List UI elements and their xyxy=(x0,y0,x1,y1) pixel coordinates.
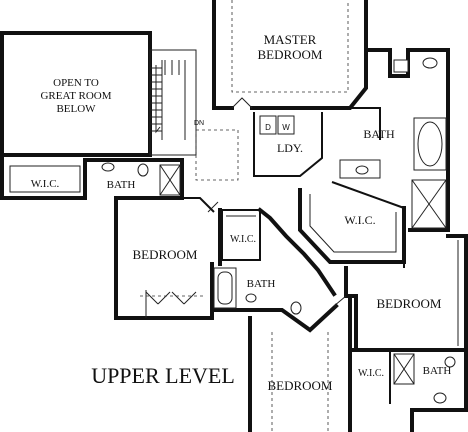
master-wic-outer-walls xyxy=(298,188,406,264)
hall-ceiling-outline xyxy=(195,129,239,181)
master-bath-toilet xyxy=(393,59,409,73)
center-bath-tub-basin xyxy=(217,271,233,305)
left-wic-shelf xyxy=(9,165,81,193)
left-bedroom-label: BEDROOM xyxy=(132,247,197,262)
bottom-right-walls xyxy=(348,348,468,432)
left-bath-label: BATH xyxy=(107,179,136,191)
level-title: UPPER LEVEL xyxy=(91,363,235,388)
center-bath-walls xyxy=(210,262,339,333)
master-bedroom-wall-left xyxy=(212,0,234,110)
laundry-room: D W LDY. xyxy=(253,112,323,177)
washer-label: W xyxy=(282,123,290,132)
master-wic-top-wall xyxy=(331,181,405,209)
closet-bifold-right xyxy=(171,291,197,305)
staircase: DN xyxy=(149,49,204,156)
washer xyxy=(277,115,295,135)
bottom-right-wic-and-bath: W.I.C. BATH xyxy=(348,348,468,432)
center-wic-and-bath: W.I.C. BATH xyxy=(210,207,339,333)
left-bedroom: BEDROOM xyxy=(114,196,222,320)
center-wic-label: W.I.C. xyxy=(230,234,256,245)
dryer-label: D xyxy=(265,123,271,132)
open-to-great-room-area: OPEN TO GREAT ROOM BELOW xyxy=(0,31,152,157)
laundry-label: LDY. xyxy=(277,141,303,155)
left-bedroom-angled-entry xyxy=(182,197,215,213)
master-bedroom-label-line2: BEDROOM xyxy=(257,47,322,62)
master-bedroom-wall-right xyxy=(250,0,368,110)
master-walk-in-closet: W.I.C. xyxy=(298,181,406,264)
master-bedroom-tray-ceiling xyxy=(231,0,349,93)
stair-direction-arrow xyxy=(155,65,161,134)
stair-dn-label: DN xyxy=(194,120,204,127)
left-bedroom-door-swing xyxy=(207,201,219,213)
center-wic-walls xyxy=(221,209,261,261)
master-wic-label: W.I.C. xyxy=(344,213,375,227)
closet-bifold-left xyxy=(145,291,171,305)
left-bath-walls xyxy=(83,158,184,200)
dryer xyxy=(259,115,277,135)
stair-treads xyxy=(150,60,180,132)
center-bath-sink xyxy=(245,293,257,303)
master-wic-shelving xyxy=(309,194,397,253)
master-bath-tub xyxy=(413,117,447,171)
center-bath-label: BATH xyxy=(247,278,276,290)
right-bedroom-door xyxy=(333,295,347,307)
master-bath: BATH xyxy=(339,48,450,232)
laundry-walls xyxy=(253,112,323,177)
left-bath-sink xyxy=(101,162,115,172)
open-area-label-line2: GREAT ROOM xyxy=(40,90,111,102)
bottom-right-bath-label: BATH xyxy=(423,365,452,377)
center-bath-tub xyxy=(213,267,237,309)
open-area-label-line3: BELOW xyxy=(56,103,96,115)
left-wic-and-bath: W.I.C. BATH xyxy=(0,153,184,200)
right-bedroom: BEDROOM xyxy=(333,234,468,352)
master-bath-inner-wall xyxy=(350,107,381,140)
center-bath-toilet xyxy=(290,301,302,315)
master-bath-toilet-bowl xyxy=(422,57,438,69)
center-hall-angled-wall xyxy=(257,207,337,297)
bottom-bedroom-label: BEDROOM xyxy=(267,378,332,393)
open-area-label-line1: OPEN TO xyxy=(53,77,99,89)
left-wic-label: W.I.C. xyxy=(31,178,60,190)
master-bedroom: MASTER BEDROOM xyxy=(212,0,368,110)
master-bath-label: BATH xyxy=(363,127,395,141)
master-bedroom-label-line1: MASTER xyxy=(264,32,317,47)
bottom-bedroom: BEDROOM xyxy=(248,298,352,432)
left-bath-toilet xyxy=(137,163,149,177)
master-bath-sink xyxy=(355,165,369,175)
left-wic-walls xyxy=(0,153,87,200)
master-bedroom-door xyxy=(231,97,253,109)
master-bath-tub-basin xyxy=(417,121,443,167)
bottom-right-sink xyxy=(433,392,447,404)
right-bedroom-label: BEDROOM xyxy=(376,296,441,311)
master-bath-vanity xyxy=(339,159,381,179)
bottom-right-wic-label: W.I.C. xyxy=(358,368,384,379)
bottom-right-toilet xyxy=(444,356,456,368)
